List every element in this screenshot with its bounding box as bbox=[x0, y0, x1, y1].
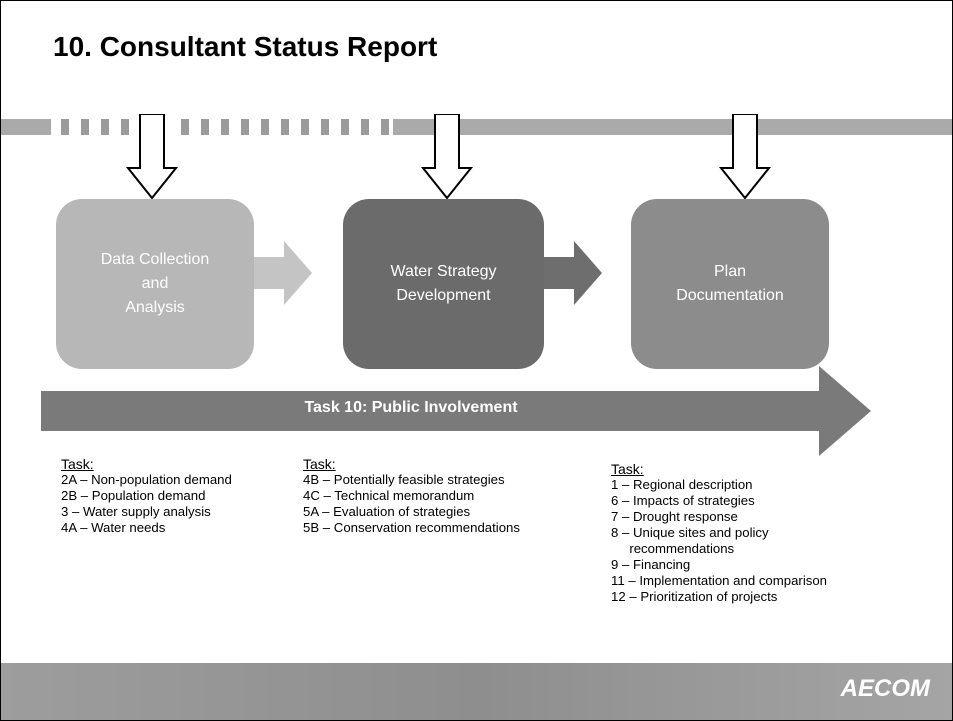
band-tick bbox=[381, 119, 389, 135]
phase-water-strategy: Water Strategy Development bbox=[343, 199, 544, 369]
right-arrow-icon bbox=[544, 241, 602, 305]
band-tick bbox=[341, 119, 349, 135]
band-tick bbox=[221, 119, 229, 135]
down-arrow-icon bbox=[126, 114, 178, 200]
task-item: 6 – Impacts of strategies bbox=[611, 493, 755, 508]
public-involvement-label: Task 10: Public Involvement bbox=[304, 399, 518, 416]
band-tick bbox=[261, 119, 269, 135]
task-item: 7 – Drought response bbox=[611, 509, 738, 524]
band-solid-right bbox=[393, 119, 952, 135]
phase-data-collection: Data Collection and Analysis bbox=[56, 199, 254, 369]
band-tick bbox=[81, 119, 89, 135]
task-item: 1 – Regional description bbox=[611, 477, 753, 492]
public-involvement-arrow-icon bbox=[41, 366, 871, 456]
task-item: 4A – Water needs bbox=[61, 520, 166, 535]
phase-plan-documentation: Plan Documentation bbox=[631, 199, 829, 369]
phase-label: Plan Documentation bbox=[676, 263, 784, 304]
band-tick bbox=[121, 119, 129, 135]
task-item: 9 – Financing bbox=[611, 557, 691, 572]
band-tick bbox=[281, 119, 289, 135]
task-item: 5B – Conservation recommendations bbox=[303, 520, 520, 535]
band-tick bbox=[201, 119, 209, 135]
task-item: 12 – Prioritization of projects bbox=[611, 589, 778, 604]
task-item: 8 – Unique sites and policy bbox=[611, 525, 769, 540]
down-arrow-icon bbox=[719, 114, 771, 200]
task-item: 2A – Non-population demand bbox=[61, 472, 232, 487]
band-tick bbox=[301, 119, 309, 135]
band-tick bbox=[181, 119, 189, 135]
band-tick bbox=[321, 119, 329, 135]
right-arrow-icon bbox=[254, 241, 312, 305]
band-tick bbox=[101, 119, 109, 135]
task-header: Task: bbox=[303, 456, 336, 472]
task-item: 3 – Water supply analysis bbox=[61, 504, 211, 519]
task-item: 4C – Technical memorandum bbox=[303, 488, 475, 503]
task-item: 2B – Population demand bbox=[61, 488, 206, 503]
task-list-plan-documentation: Task: 1 – Regional description 6 – Impac… bbox=[611, 461, 827, 605]
phase-label: Water Strategy Development bbox=[390, 263, 497, 304]
down-arrow-icon bbox=[421, 114, 473, 200]
phase-label: Data Collection and Analysis bbox=[100, 251, 210, 316]
slide-title: 10. Consultant Status Report bbox=[53, 31, 438, 62]
task-header: Task: bbox=[611, 461, 644, 477]
timeline-band bbox=[1, 119, 952, 135]
task-item: 4B – Potentially feasible strategies bbox=[303, 472, 505, 487]
task-item: recommendations bbox=[611, 541, 735, 556]
task-item: 11 – Implementation and comparison bbox=[611, 573, 828, 588]
band-tick bbox=[61, 119, 69, 135]
task-list-data-collection: Task: 2A – Non-population demand 2B – Po… bbox=[61, 456, 232, 536]
task-item: 5A – Evaluation of strategies bbox=[303, 504, 471, 519]
band-tick bbox=[241, 119, 249, 135]
band-solid-left bbox=[1, 119, 51, 135]
footer-bar: AECOM bbox=[1, 663, 952, 720]
task-header: Task: bbox=[61, 456, 94, 472]
aecom-logo: AECOM bbox=[840, 675, 930, 702]
band-tick bbox=[361, 119, 369, 135]
task-list-water-strategy: Task: 4B – Potentially feasible strategi… bbox=[303, 456, 520, 536]
